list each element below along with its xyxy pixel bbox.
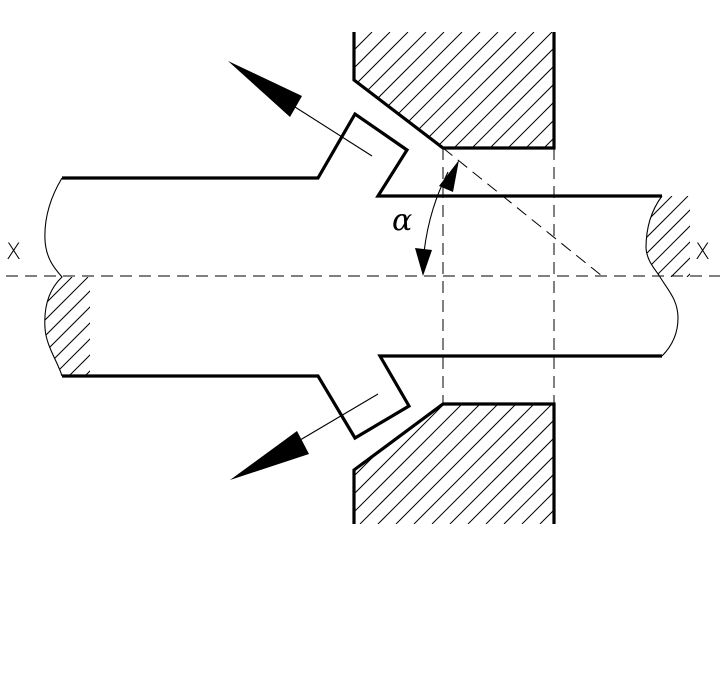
hatch-line (616, 32, 721, 148)
hatch-line (413, 404, 535, 524)
hatch-line (44, 277, 90, 376)
hatch-line (507, 32, 554, 148)
die-top-hatching (354, 32, 721, 148)
hatch-line (612, 404, 721, 524)
hatch-line (417, 32, 535, 148)
hatch-line (594, 404, 714, 524)
axis-label-left: X (6, 240, 21, 265)
hatch-line (117, 277, 216, 376)
hatch-line (453, 32, 554, 148)
hatch-line (580, 32, 696, 148)
hatch-line (354, 404, 463, 524)
hatch-line (558, 404, 678, 524)
hatch-line (652, 32, 721, 148)
hatch-line (0, 277, 40, 376)
hatch-line (377, 404, 499, 524)
hatch-line (44, 277, 73, 376)
rod-break-left (44, 177, 63, 377)
hatch-line (68, 277, 90, 376)
hatch-line (562, 32, 678, 148)
hatch-line (646, 196, 657, 277)
hatch-line (44, 277, 90, 376)
hatch-line (149, 277, 248, 376)
hatch-line (634, 32, 721, 148)
hatch-line (666, 404, 721, 524)
hatch-line (165, 277, 264, 376)
hatch-line (44, 277, 57, 376)
hatch-line (648, 404, 721, 524)
hatch-line (354, 32, 463, 148)
hatch-line (503, 404, 554, 524)
hatch-line (654, 196, 690, 277)
hatch-line (354, 404, 445, 524)
hatch-line (646, 196, 690, 277)
hatch-line (576, 404, 696, 524)
hatch-line (646, 196, 689, 277)
hatch-line (559, 196, 640, 277)
rod-break-right-hatching (559, 196, 690, 277)
angle-arrowhead-top (439, 160, 459, 192)
hatch-line (359, 404, 481, 524)
hatch-line (84, 277, 90, 376)
force-arrow-bottom-head (230, 431, 309, 480)
workpiece-top-outline (62, 111, 662, 198)
hatch-line (449, 404, 554, 524)
hatch-line (399, 32, 517, 148)
die-bottom-hatching (354, 404, 721, 524)
hatch-line (133, 277, 232, 376)
hatch-line (431, 404, 553, 524)
hatch-line (525, 32, 554, 148)
angle-label: α (392, 203, 412, 238)
hatch-line (354, 32, 445, 148)
hatch-line (395, 404, 517, 524)
hatch-line (543, 32, 554, 148)
hatch-line (489, 32, 554, 148)
hatch-line (354, 32, 355, 148)
hatch-line (521, 404, 554, 524)
hatch-line (101, 277, 200, 376)
cone-extension-line (442, 147, 603, 277)
axis-label-right: X (695, 240, 710, 265)
hatch-line (354, 32, 409, 148)
hatch-line (646, 196, 690, 277)
hatch-line (467, 404, 554, 524)
angle-arrowhead-bottom (415, 248, 432, 276)
hatch-line (485, 404, 554, 524)
hatch-line (354, 32, 391, 148)
hatch-line (381, 32, 499, 148)
force-arrow-top-head (228, 61, 302, 117)
hatch-line (44, 277, 90, 376)
rod-break-right (645, 195, 679, 357)
rod-break-left-hatching (0, 277, 280, 376)
hatch-line (598, 32, 714, 148)
hatch-line (471, 32, 554, 148)
hatch-line (646, 196, 673, 277)
hatch-line (435, 32, 553, 148)
workpiece-bottom-outline (62, 354, 662, 441)
hatch-line (539, 404, 554, 524)
hatch-line (670, 196, 690, 277)
hatch-line (354, 404, 427, 524)
hatch-line (181, 277, 280, 376)
hatch-line (52, 277, 90, 376)
hatch-line (354, 404, 409, 524)
hatch-line (44, 277, 89, 376)
hatch-line (630, 404, 721, 524)
